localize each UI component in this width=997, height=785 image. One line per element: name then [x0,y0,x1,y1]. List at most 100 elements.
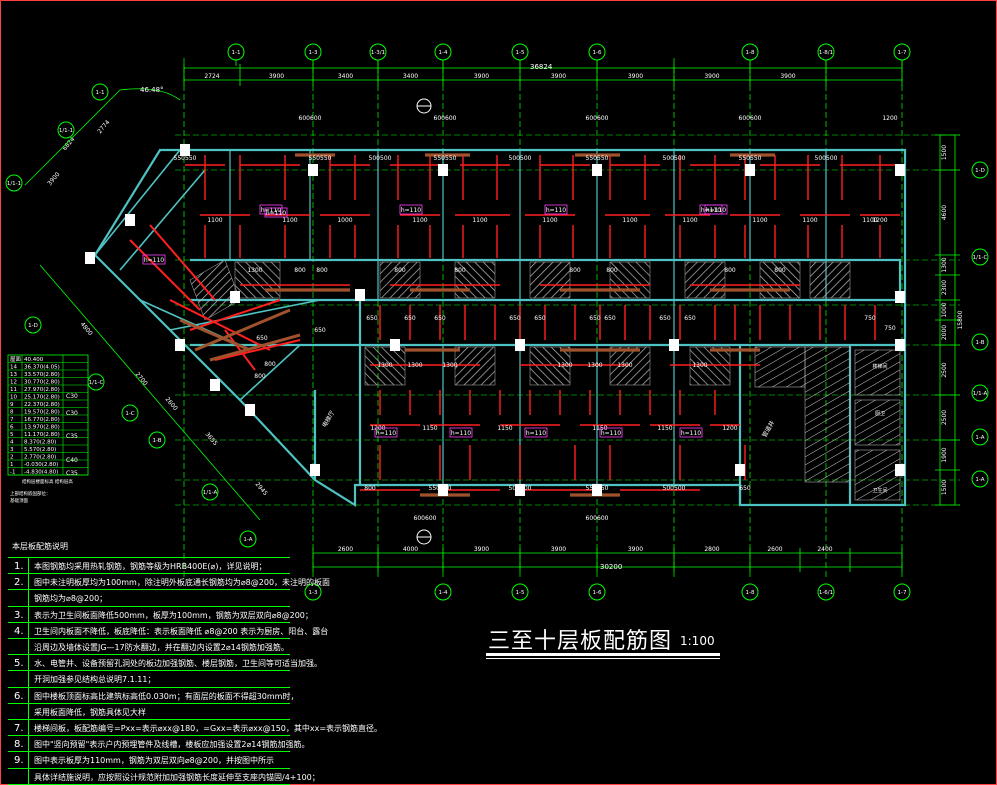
axis-bubble-top: 1-7 [898,50,907,56]
slab-tag-box [142,254,166,265]
slab-thickness-label: h=110 [681,430,701,437]
rebar-label: 800 [316,267,328,274]
elev-floor: 7 [10,417,14,423]
slab-tag-box [544,204,568,215]
axis-bubble [511,583,529,601]
elev-height: 13.970(2.80) [24,425,60,431]
rebar-label: 1100 [802,217,817,224]
column [745,164,755,176]
rebar-label: 650 [604,315,616,322]
rebar-label: 550550 [586,155,609,162]
axis-bubble-top: 1-3 [309,50,318,56]
hatched-slab-room [854,399,901,446]
elev-height: 40.400 [24,357,44,363]
axis-bubble [893,583,911,601]
rebar-label: 1100 [472,217,487,224]
column [438,484,448,496]
dim-text-right: 1500 [941,145,948,160]
column [175,339,185,351]
dim-text-left: 2774 [96,119,111,135]
elev-height: 25.170(2.80) [24,395,60,401]
rebar-label: 1100 [207,217,222,224]
rebar-label: 550550 [586,485,609,492]
note-text: 开洞加强参见结构总说明7.1.11； [34,675,156,685]
column [85,252,95,264]
axis-bubble [121,404,139,422]
rebar-label: 550550 [434,155,457,162]
elev-floor: 9 [10,402,14,408]
rebar-label: 500500 [663,155,686,162]
rebar-label: 1200 [722,425,737,432]
walls [93,148,907,507]
beam-diagonal [194,308,291,352]
hatched-slab [684,261,726,299]
slab-thickness-label: h=110 [526,430,546,437]
hatched-slab [609,261,651,299]
dim-text-top: 3900 [628,73,643,80]
dim-text-bottom: 4000 [403,546,418,553]
dim-text-right: 2500 [941,410,948,425]
dim-text-right: 2000 [941,325,948,340]
slab-tag-box [524,427,548,438]
concrete-grade: C30 [66,410,78,417]
axis-bubble-top: 1-5 [516,50,525,56]
rebar-label: 650 [434,315,446,322]
column [592,484,602,496]
rebar-label: 800 [774,267,786,274]
elev-floor: 13 [10,372,17,378]
slab-tag-box [699,204,723,215]
angle-arc [119,88,181,101]
column [390,339,400,351]
axis-bubble [971,384,989,402]
axis-bubble-right: 1-B [975,340,984,346]
column [895,164,905,176]
rebar-label: 1000 [337,217,352,224]
hatched-slab [809,261,851,299]
room-label: 电梯厅 [320,409,336,429]
rebar-label: 500500 [815,155,838,162]
column [895,291,905,303]
elev-floor: 4 [10,440,14,446]
rebar-label: 650 [739,485,751,492]
rebar-label: 1300 [587,362,602,369]
rebar-label: 800 [454,267,466,274]
elev-floor: -1 [10,470,15,476]
elev-height: 2.770(2.80) [24,455,56,461]
note-row: 具体详结施说明，应按照设计规范附加加强钢筋长度延伸至支座内锚固/4+100； [8,767,320,785]
rebar-label: 1300 [407,362,422,369]
axis-bubble-left: 1-C [125,411,134,417]
axis-bubble [91,83,109,101]
note-text: 图中未注明板厚均为100mm，除注明外板底通长钢筋均为⌀8@200，未注明的板面 [34,578,331,588]
dim-text-right: 2500 [941,362,948,377]
rebar-label: 650 [534,315,546,322]
dim-text-right: 1900 [941,447,948,462]
dim-text-bottom: 3900 [474,546,489,553]
dim-text-left: 2945 [254,481,269,497]
hatched-slab [234,261,281,299]
hatched-slab [689,346,731,386]
axis-bubble [971,248,989,266]
axis-bubble [57,121,75,139]
axis-bubble-top: 1-1 [232,50,241,56]
axis-bubble [971,470,989,488]
dim-text-left: 2600 [164,396,179,412]
rebar-label: 1100 [862,217,877,224]
slab-tag-box [374,427,398,438]
rebar-label: 1200 [882,115,897,122]
rebar-label: 650 [404,315,416,322]
rebar-label: 600600 [299,115,322,122]
note-number: 1. [14,561,24,572]
elev-height: 8.370(2.80) [24,440,56,446]
elev-floor: 11 [10,387,17,393]
rebar-label: 1200 [370,425,385,432]
elev-height: 22.370(2.80) [24,402,60,408]
elev-floor: 14 [10,365,17,371]
column [125,214,135,226]
axis-bubble [5,174,23,192]
note-number: 9. [14,755,24,767]
note-number: 5. [14,658,24,670]
column [230,291,240,303]
elev-floor: 12 [10,380,17,386]
note-number: 2. [14,577,24,589]
